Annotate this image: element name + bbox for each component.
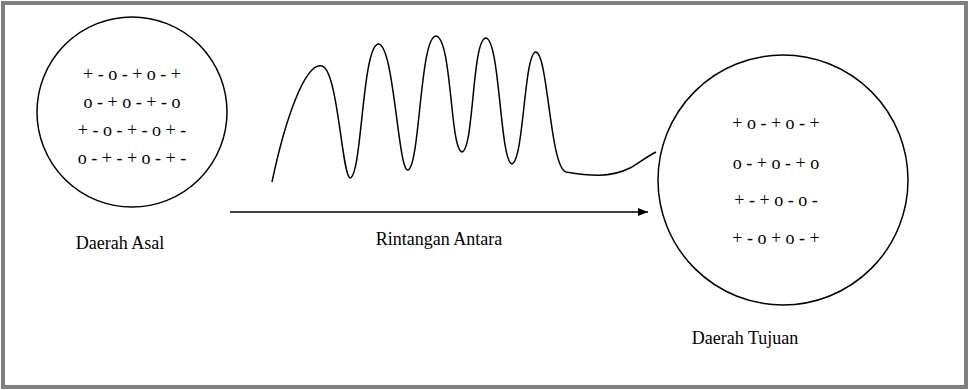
symbol-row: + o - + o - + xyxy=(732,112,819,134)
frame xyxy=(3,3,966,387)
region-circle: + - o - + o - + o - + o - + - o + - o - + … xyxy=(35,12,230,262)
symbol-row: + - o - + - o + - xyxy=(78,119,186,141)
symbol-row: + - o - + o - + xyxy=(83,63,181,85)
symbol-row: o - + o - + - o xyxy=(84,91,181,113)
obstacle-wave xyxy=(272,36,656,182)
symbol-row: o - + - + o - + - xyxy=(78,147,186,169)
region-circle: + o - + o - + o - + o - + o + - + o - o - +… xyxy=(648,55,918,360)
symbol-row: + - + o - o - xyxy=(734,189,817,211)
edge-label: Rintangan Antara xyxy=(374,228,504,250)
symbol-row: + - o + o - + xyxy=(732,227,819,249)
region-name: Daerah Tujuan xyxy=(692,327,799,349)
symbol-row: o - + o - + o xyxy=(733,152,819,174)
flow-arrow xyxy=(230,211,648,213)
region-name: Daerah Asal xyxy=(76,232,164,254)
